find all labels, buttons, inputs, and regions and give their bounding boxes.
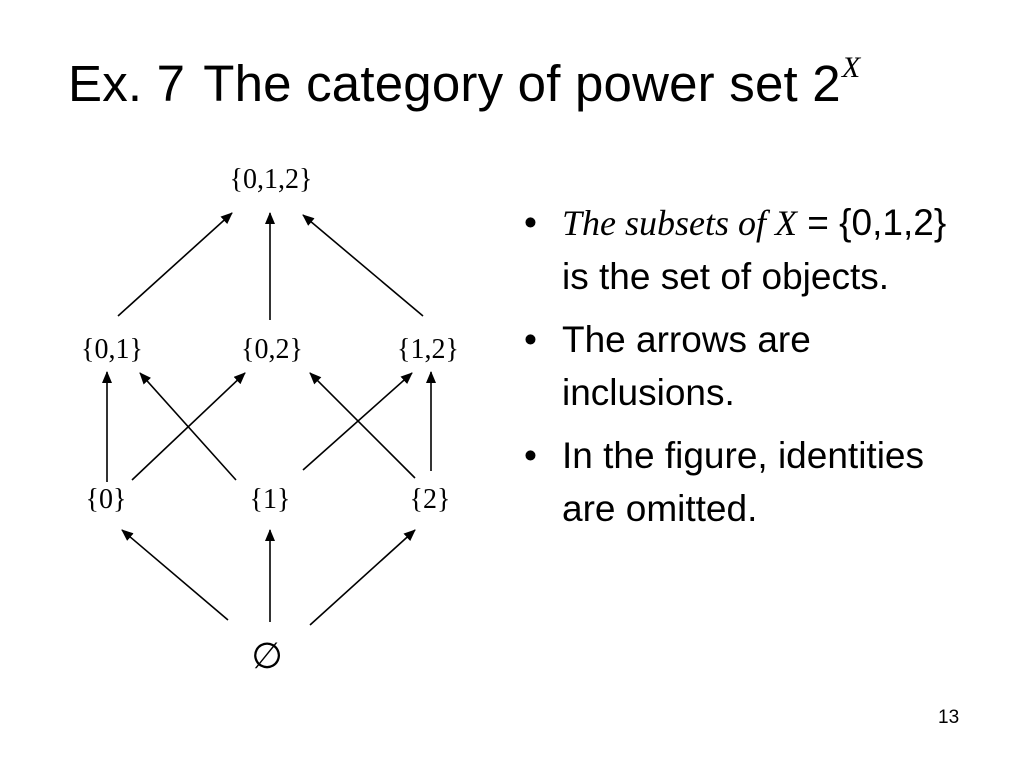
node-set-0: {0} (86, 484, 127, 515)
bullet-text: The arrows are inclusions. (562, 319, 811, 413)
arrow-1-to-01 (139, 372, 237, 481)
node-set-2: {2} (410, 484, 451, 515)
bullet-item-objects: • The subsets of X = {0,1,2} is the set … (522, 196, 982, 303)
bullet-marker: • (524, 319, 537, 360)
node-set-12: {1,2} (397, 334, 459, 365)
node-empty-set: ∅ (251, 636, 282, 677)
node-set-02: {0,2} (241, 334, 303, 365)
node-set-01: {0,1} (81, 334, 143, 365)
node-set-1: {1} (250, 484, 291, 515)
arrow-1-to-12 (302, 372, 413, 471)
bullet-item-arrows: • The arrows are inclusions. (522, 313, 982, 419)
bullet-text: In the figure, identities are omitted. (562, 435, 924, 529)
arrow-2-to-02 (309, 372, 416, 479)
page-number: 13 (938, 707, 960, 728)
bullet-marker: • (524, 202, 537, 243)
slide-title: Ex. 7 The category of power set 2X (68, 53, 860, 112)
node-set-012: {0,1,2} (230, 164, 313, 195)
title-example-label: Ex. 7 (68, 55, 186, 112)
bullet-list: • The subsets of X = {0,1,2} is the set … (522, 196, 982, 545)
arrow-empty-to-0 (121, 529, 229, 621)
arrow-0-to-02 (131, 372, 246, 481)
title-text: The category of power set 2 (203, 55, 841, 112)
bullet-marker: • (524, 435, 537, 476)
bullet-italic-text: The subsets of X (562, 203, 798, 243)
arrow-12-to-012 (302, 214, 424, 317)
arrow-empty-to-2 (309, 529, 416, 626)
bullet-text: = {0,1,2} is the set of objects. (562, 202, 947, 297)
bullet-item-identities: • In the figure, identities are omitted. (522, 429, 982, 535)
title-superscript: X (841, 51, 861, 84)
arrow-01-to-012 (117, 212, 233, 317)
